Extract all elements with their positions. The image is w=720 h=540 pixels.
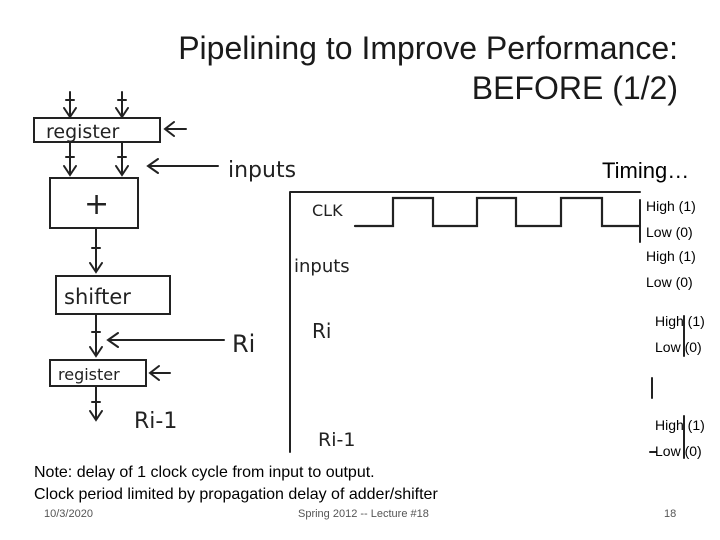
timing-heading: Timing…	[602, 158, 690, 183]
note-line-2: Clock period limited by propagation dela…	[34, 486, 438, 503]
footer-page-number: 18	[664, 508, 677, 520]
note-text: Note: delay of 1 clock cycle from input …	[34, 462, 438, 506]
clk-low-label: Low (0)	[646, 224, 693, 240]
register-top-label: register	[46, 121, 119, 143]
register-bottom-label: register	[58, 365, 120, 384]
wire-shifter-register	[89, 314, 103, 358]
shifter-label: shifter	[64, 285, 131, 309]
timing-ri-minus-1-label: Ri-1	[318, 429, 355, 451]
output-arrow	[89, 386, 103, 422]
inputs-high-label: High (1)	[646, 248, 696, 264]
adder-label: +	[84, 187, 109, 222]
ri-arrow	[106, 332, 225, 348]
shifter-block	[55, 275, 171, 315]
clk-waveform	[353, 196, 642, 228]
input-arrow-b	[115, 91, 129, 119]
input-arrow-a	[63, 91, 77, 119]
inputs-arrow	[146, 158, 219, 174]
footer-lecture: Spring 2012 -- Lecture #18	[298, 508, 429, 520]
timing-frame	[289, 191, 641, 453]
title-line-2: BEFORE (1/2)	[471, 70, 678, 106]
title-line-1: Pipelining to Improve Performance:	[178, 30, 678, 66]
footer-date: 10/3/2020	[44, 508, 93, 520]
ri-low-label: Low (0)	[655, 339, 702, 355]
adder-block	[49, 177, 139, 229]
ri-label: Ri	[232, 330, 255, 358]
inputs-label: inputs	[228, 158, 296, 183]
ri1-high-label: High (1)	[655, 417, 705, 433]
note-line-1: Note: delay of 1 clock cycle from input …	[34, 464, 375, 481]
wire-adder-shifter	[89, 228, 103, 274]
register-bottom-clock-arrow	[148, 365, 171, 381]
clk-high-label: High (1)	[646, 198, 696, 214]
register-top-clock-arrow	[163, 121, 187, 137]
timing-clk-label: CLK	[312, 201, 343, 220]
timing-inputs-label: inputs	[294, 256, 350, 277]
ri-minus-1-label: Ri-1	[134, 409, 177, 434]
ri1-low-label: Low (0)	[655, 443, 702, 459]
register-bottom-block	[49, 359, 147, 387]
wire-reg-adder-b	[115, 142, 129, 177]
ri-high-label: High (1)	[655, 313, 705, 329]
slide-title: Pipelining to Improve Performance: BEFOR…	[38, 28, 678, 108]
wire-reg-adder-a	[63, 142, 77, 177]
inputs-low-label: Low (0)	[646, 274, 693, 290]
register-top-block	[33, 117, 161, 143]
timing-ri-label: Ri	[312, 319, 331, 343]
